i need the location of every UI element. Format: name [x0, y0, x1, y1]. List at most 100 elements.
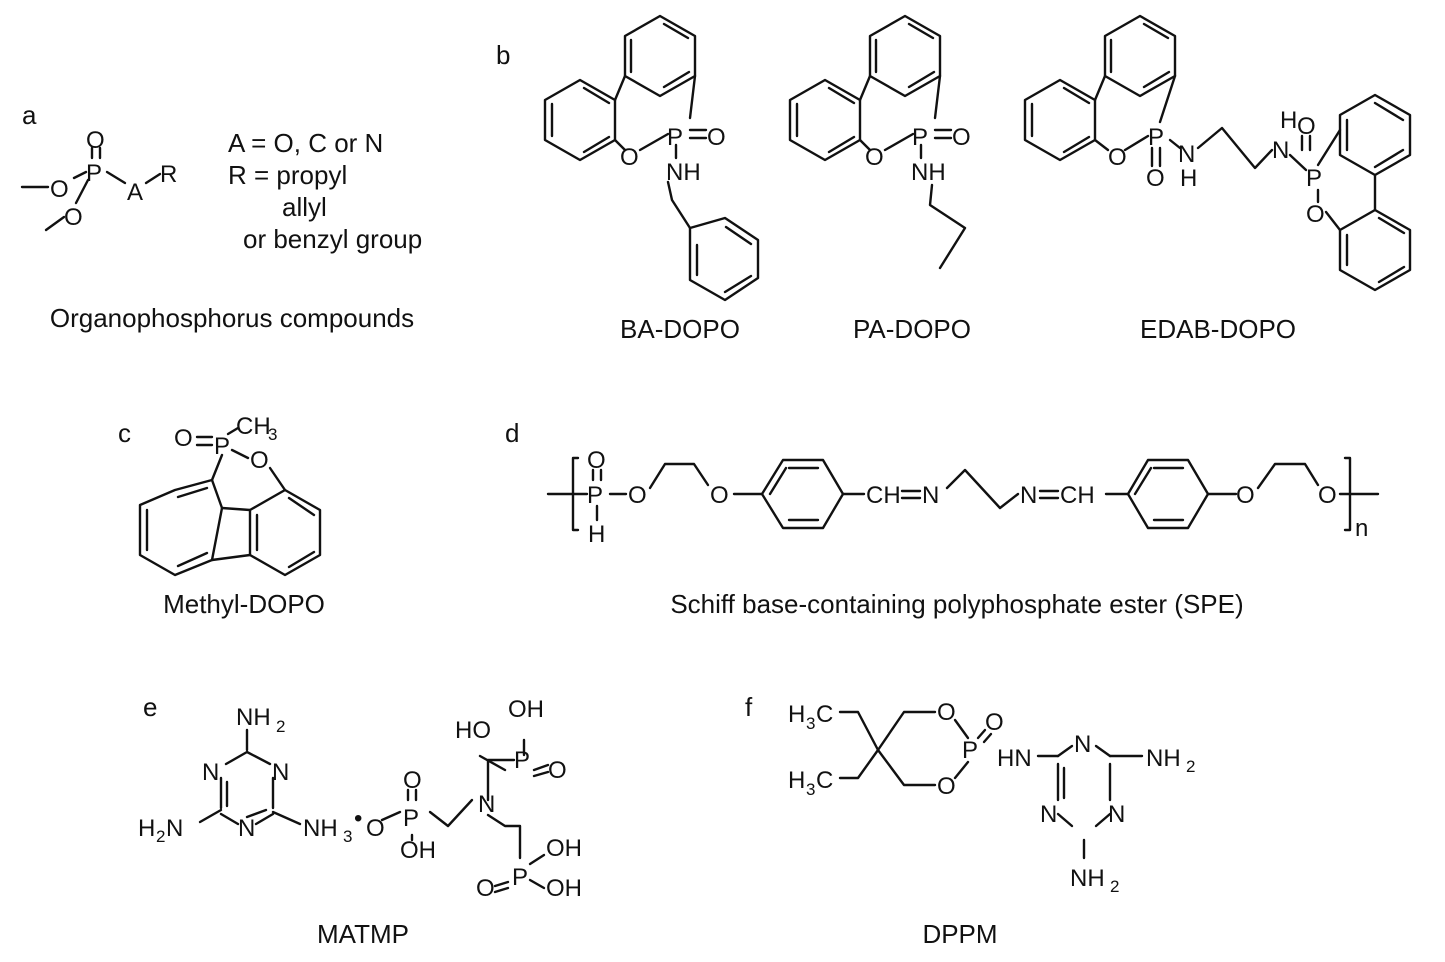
structure-dppm: H 3 C H 3 C O O P O HN N N N NH 2 NH 2 [788, 699, 1195, 896]
atom-P: P [514, 747, 530, 774]
subscript-2: 2 [276, 717, 285, 736]
atom-O: O [865, 144, 884, 171]
atom-N: N [166, 815, 183, 842]
atom-CH: CH [1060, 482, 1095, 509]
repeat-unit-n: n [1355, 515, 1368, 542]
atom-O: O [476, 875, 495, 902]
panel-letter-b: b [496, 40, 510, 70]
panel-letter-d: d [505, 418, 519, 448]
panel-f: f H 3 C H 3 C O O P O HN [745, 692, 1195, 949]
atom-P: P [667, 124, 683, 151]
atom-NH: NH [236, 704, 271, 731]
structure-organophosphorus: O P O A R O [20, 127, 177, 232]
atom-C: C [816, 701, 833, 728]
atom-HO: HO [455, 717, 491, 744]
atom-O: O [86, 127, 105, 154]
atom-O: O [403, 767, 422, 794]
atom-OH: OH [508, 696, 544, 723]
panel-e: e NH 2 N N N H [138, 692, 582, 949]
atom-O: O [628, 482, 647, 509]
atom-O: O [366, 815, 385, 842]
atom-N: N [478, 791, 495, 818]
ion-pair-dot: • [354, 805, 362, 832]
atom-N: N [272, 759, 289, 786]
atom-O: O [620, 144, 639, 171]
panel-c: c O P CH 3 O Methyl-DOPO [118, 413, 325, 619]
atom-H: H [138, 815, 155, 842]
atom-N: N [1074, 731, 1091, 758]
atom-P: P [214, 433, 230, 460]
atom-O: O [50, 176, 69, 203]
atom-P: P [1306, 165, 1322, 192]
panel-letter-c: c [118, 418, 131, 448]
caption-edab-dopo: EDAB-DOPO [1140, 314, 1296, 344]
atom-OH: OH [546, 835, 582, 862]
atom-N: N [1040, 801, 1057, 828]
atom-P: P [403, 805, 419, 832]
panel-letter-a: a [22, 100, 37, 130]
atom-O: O [710, 482, 729, 509]
atom-O: O [1318, 482, 1337, 509]
subscript-3: 3 [268, 425, 277, 444]
subscript-2: 2 [1186, 757, 1195, 776]
atom-P: P [587, 482, 603, 509]
atom-O: O [250, 447, 269, 474]
atom-H: H [1180, 165, 1197, 192]
panel-b: b O P O NH BA-DOPO [496, 14, 1412, 344]
caption-dppm: DPPM [922, 919, 997, 949]
subscript-2: 2 [1110, 877, 1119, 896]
structure-edab-dopo: O P O N H H N O P O [1023, 14, 1412, 292]
atom-O: O [174, 425, 193, 452]
atom-P: P [962, 737, 978, 764]
atom-H: H [1280, 107, 1297, 134]
legend-line-2: R = propyl [228, 160, 347, 190]
atom-NH: NH [1146, 745, 1181, 772]
subscript-2: 2 [156, 827, 165, 846]
subscript-3: 3 [343, 827, 352, 846]
panel-letter-e: e [143, 692, 157, 722]
atom-O: O [1108, 144, 1127, 171]
atom-N: N [202, 759, 219, 786]
caption-ba-dopo: BA-DOPO [620, 314, 740, 344]
atom-P: P [512, 864, 528, 891]
atom-NH: NH [303, 815, 338, 842]
atom-CH: CH [236, 413, 271, 440]
atom-H: H [788, 767, 805, 794]
structure-pa-dopo: O P O NH [788, 14, 971, 270]
atom-O: O [937, 699, 956, 726]
atom-O: O [952, 124, 971, 151]
panel-a: a O P O A R O A = O, C or N R = propyl a… [20, 100, 422, 333]
atom-O: O [548, 757, 567, 784]
atom-NH: NH [1070, 865, 1105, 892]
atom-P: P [1148, 124, 1164, 151]
atom-O: O [985, 709, 1004, 736]
atom-P: P [912, 124, 928, 151]
atom-H: H [788, 701, 805, 728]
atom-N: N [1178, 141, 1195, 168]
subscript-3: 3 [806, 714, 815, 733]
atom-N: N [922, 482, 939, 509]
atom-N: N [238, 815, 255, 842]
atom-O: O [1146, 165, 1165, 192]
subscript-3: 3 [806, 780, 815, 799]
atom-NH: NH [911, 159, 946, 186]
caption-pa-dopo: PA-DOPO [853, 314, 971, 344]
atom-N: N [1108, 801, 1125, 828]
atom-P: P [86, 160, 102, 187]
atom-OH: OH [400, 837, 436, 864]
atom-A: A [127, 179, 143, 206]
atom-OH: OH [546, 875, 582, 902]
caption-matmp: MATMP [317, 919, 409, 949]
atom-O: O [1236, 482, 1255, 509]
atom-H: H [588, 521, 605, 548]
panel-letter-f: f [745, 692, 753, 722]
caption-spe: Schiff base-containing polyphosphate est… [670, 589, 1243, 619]
atom-O: O [587, 447, 606, 474]
atom-O: O [937, 773, 956, 800]
atom-O: O [64, 204, 83, 231]
atom-HN: HN [997, 745, 1032, 772]
legend-line-3: allyl [282, 192, 327, 222]
legend-line-4: or benzyl group [243, 224, 422, 254]
atom-C: C [816, 767, 833, 794]
